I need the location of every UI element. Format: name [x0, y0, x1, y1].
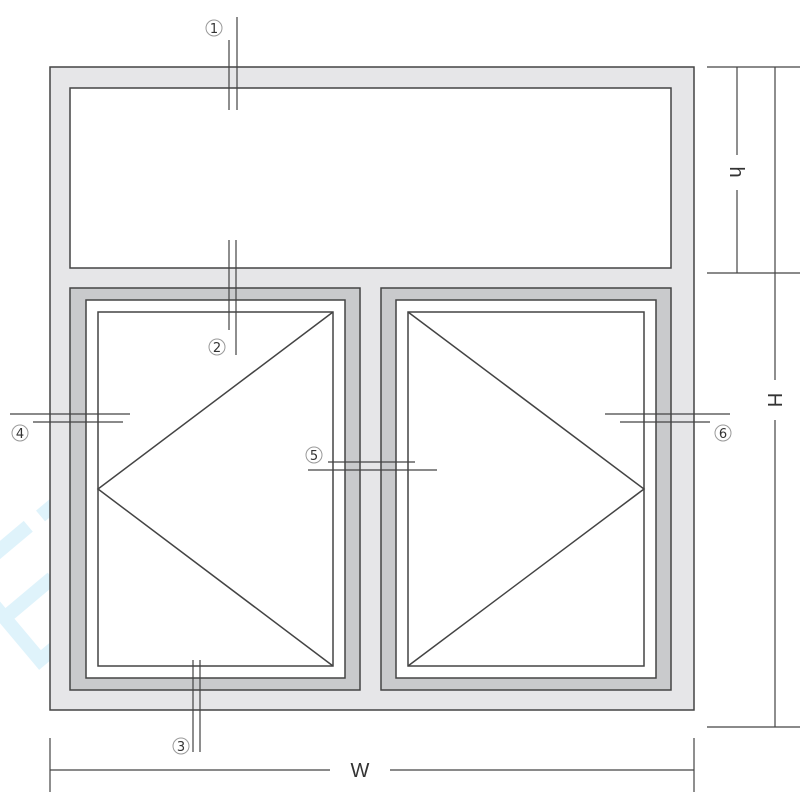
svg-text:3: 3	[177, 740, 185, 755]
svg-text:1: 1	[210, 22, 218, 37]
left-opening-indicator	[96, 311, 334, 667]
transom-height-label: h	[725, 166, 747, 177]
svg-text:6: 6	[719, 427, 727, 442]
svg-text:2: 2	[213, 341, 221, 356]
callout-4: 4	[11, 424, 29, 442]
callout-3: 3	[172, 737, 190, 755]
right-opening-indicator	[407, 311, 646, 667]
transom-pane	[69, 87, 672, 269]
callout-6: 6	[714, 424, 732, 442]
width-label: W	[351, 760, 370, 782]
callout-5: 5	[305, 446, 323, 464]
section-lines	[10, 17, 730, 752]
svg-text:5: 5	[310, 449, 318, 464]
dimension-lines	[49, 66, 800, 792]
callout-2: 2	[208, 338, 226, 356]
svg-text:4: 4	[16, 427, 24, 442]
right-sash-inner	[395, 299, 657, 679]
height-label: H	[763, 393, 785, 407]
left-sash-inner	[85, 299, 346, 679]
callout-1: 1	[205, 19, 223, 37]
